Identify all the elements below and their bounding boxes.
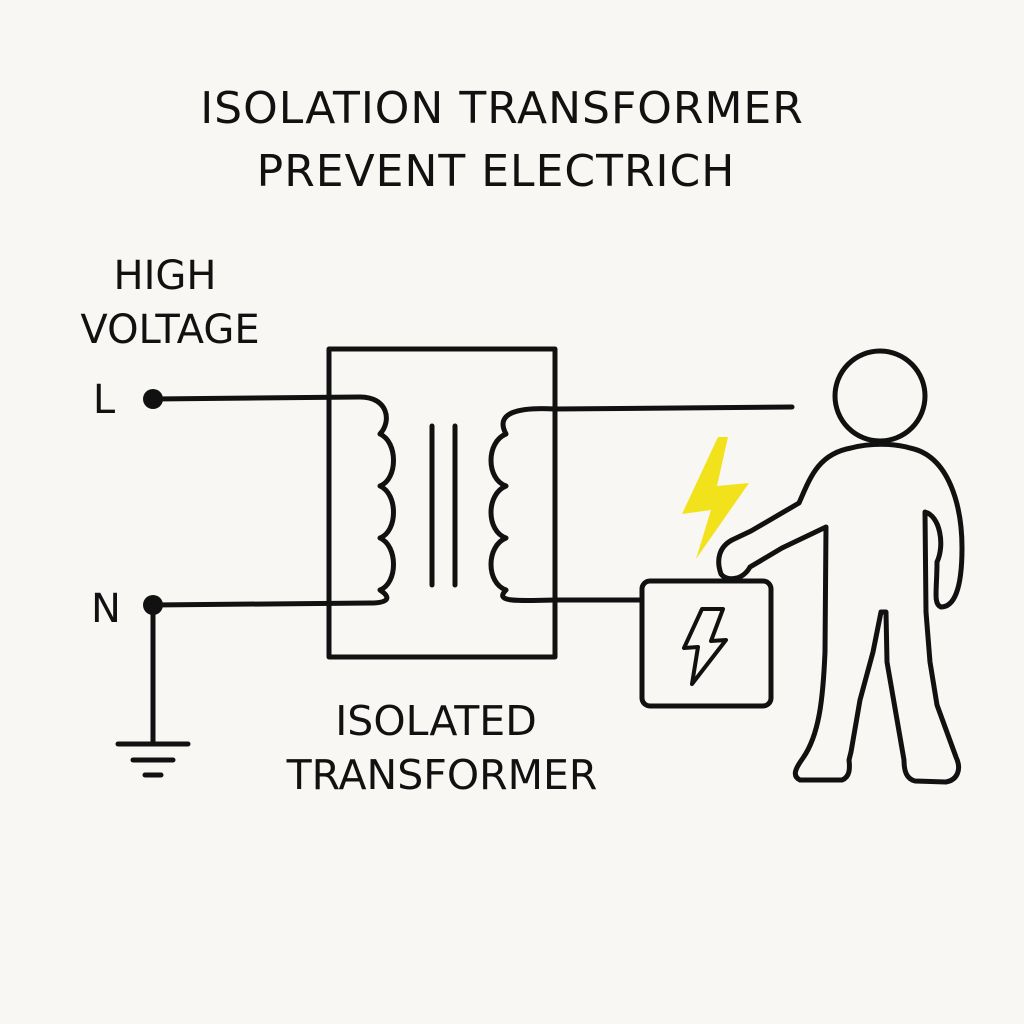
appliance-box-icon [639, 578, 774, 709]
secondary-output-wire-top [552, 404, 795, 412]
caption-line-2: TRANSFORMER [286, 751, 598, 799]
ground-symbol-icon [115, 602, 191, 778]
neutral-wire [150, 600, 373, 608]
terminal-label-neutral: N [91, 586, 121, 632]
person-body [716, 441, 965, 785]
title-line-1: ISOLATION TRANSFORMER [200, 83, 804, 134]
source-label-line-2: VOLTAGE [80, 307, 259, 353]
secondary-coil [488, 406, 558, 604]
lightning-bolt-icon [682, 437, 749, 559]
primary-coil [357, 394, 396, 606]
source-label-line-1: HIGH [114, 253, 217, 299]
caption-line-1: ISOLATED [335, 697, 537, 745]
title-line-2: PREVENT ELECTRICH [257, 146, 736, 197]
person-icon [716, 348, 965, 785]
live-wire [150, 394, 363, 402]
appliance-bolt-icon [682, 607, 728, 686]
terminal-label-live: L [93, 377, 116, 423]
person-head [832, 348, 928, 444]
transformer-housing [326, 346, 558, 660]
